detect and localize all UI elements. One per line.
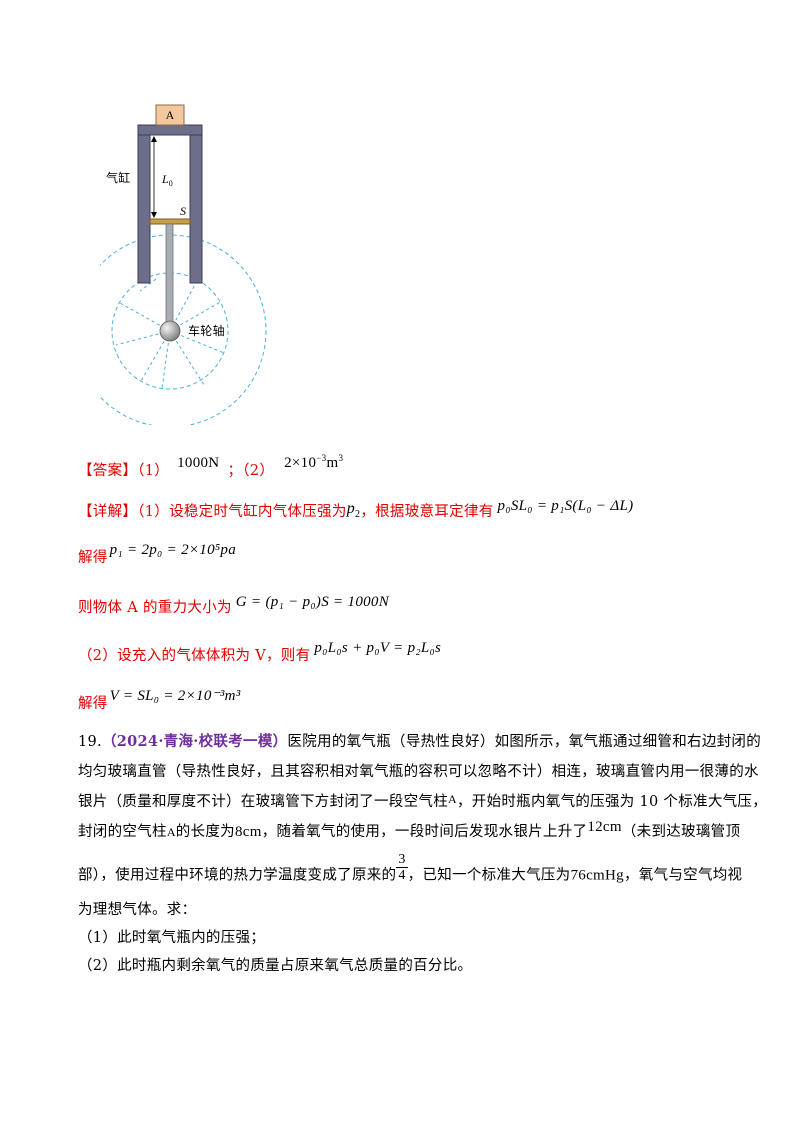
question-line-4: 封闭的空气柱A的长度为8cm，随着氧气的使用，一段时间后发现水银片上升了12cm…	[78, 819, 741, 840]
detail-mid: ，根据玻意耳定律有	[360, 504, 494, 520]
piston-rod	[165, 223, 174, 325]
cylinder-wheel-figure: A L0 S	[100, 104, 267, 425]
question-text-1: 医院用的氧气瓶（导热性良好）如图所示，氧气瓶通过细管和右边封闭的	[287, 734, 762, 750]
wheel-inner-circle	[111, 272, 229, 390]
cylinder-top	[137, 124, 203, 136]
detail-intro: （1）设稳定时气缸内气体压强为	[137, 504, 347, 520]
detail-tag: 【详解】	[78, 504, 138, 520]
axle-ball	[159, 320, 181, 342]
part2-text: （2）设充入的气体体积为 V，则有	[78, 648, 311, 664]
answer-line: 【答案】（1） 1000N ；（2） 2×10−3m3	[78, 453, 344, 481]
axle-label: 车轮轴	[188, 324, 225, 338]
question-line-1: 19.（2024·青海·校联考一模）医院用的氧气瓶（导热性良好）如图所示，氧气瓶…	[78, 732, 761, 752]
equation-volume: V = SL₀ = 2×10⁻³m³	[109, 688, 241, 704]
answer-value-2: 2×10−3m3	[284, 453, 344, 471]
length-arrow-head-bottom	[151, 212, 157, 218]
subquestion-1: （1）此时氧气瓶内的压强；	[78, 930, 266, 946]
question-source: （2024·青海·校联考一模）	[101, 733, 288, 750]
equation-volume-balance: p₀L₀s + p₀V = p₂L₀s	[314, 640, 442, 656]
cylinder-right-wall	[189, 126, 203, 284]
answer-value-1: 1000N	[177, 455, 220, 471]
rise-12cm: 12cm	[587, 819, 622, 835]
equation-weight: G = (p₁ − p₀)S = 1000N	[235, 594, 390, 610]
equation-p1: p₁ = 2p₀ = 2×10⁵pa	[109, 542, 237, 558]
question-line-3: 银片（质量和厚度不计）在玻璃管下方封闭了一段空气柱A，开始时瓶内氧气的压强为 1…	[78, 792, 768, 810]
answer-sep: ；（2）	[227, 463, 275, 479]
cylinder-left-wall	[137, 126, 151, 284]
answer-part1: （1）	[137, 463, 170, 479]
subquestion-2: （2）此时瓶内剩余氧气的质量占原来氧气总质量的百分比。	[78, 958, 473, 974]
weight-text: 则物体 A 的重力大小为	[78, 600, 232, 616]
var-a-1: A	[448, 792, 457, 806]
length-arrow-head-top	[151, 136, 157, 142]
var-a-2: A	[166, 825, 176, 839]
length-label: L0	[161, 172, 173, 188]
length-8cm: 8cm	[234, 824, 262, 840]
block-a	[155, 104, 185, 126]
equation-boyle: p₀SL₀ = p₁S(L₀ − ΔL)	[497, 498, 634, 514]
piston	[149, 218, 191, 225]
answer-tag: 【答案】	[78, 463, 138, 479]
detail-var: p2	[346, 500, 361, 521]
wheel-outer-circle	[100, 234, 267, 425]
solve-label-1: 解得	[78, 550, 108, 566]
cylinder-label: 气缸	[106, 171, 131, 185]
block-a-label: A	[166, 108, 175, 122]
question-line-6: 为理想气体。求：	[78, 902, 197, 918]
piston-label: S	[180, 204, 186, 218]
question-line-2: 均匀玻璃直管（导热性良好，且其容积相对氧气瓶的容积可以忽略不计）相连，玻璃直管内…	[78, 764, 759, 780]
solve-label-2: 解得	[78, 696, 108, 712]
atm-76cmhg: 76cmHg	[570, 867, 624, 884]
question-number: 19.	[78, 734, 102, 750]
